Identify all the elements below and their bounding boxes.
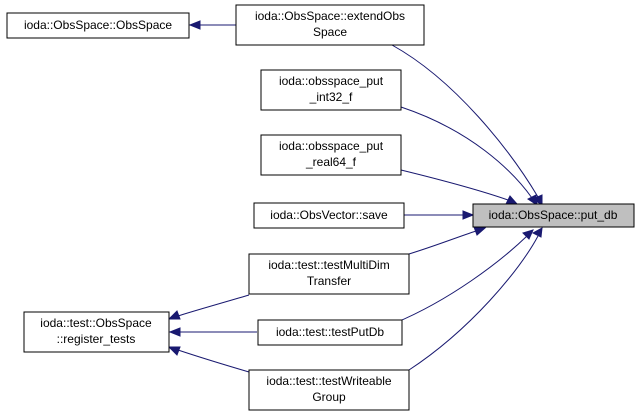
node-put-db-label: ioda::ObsSpace::put_db [489,208,618,222]
node-extend-obs-space-label-line1: ioda::ObsSpace::extendObs [255,9,405,23]
edge-testPutDb-to-registerTests [168,327,257,337]
node-obsspace-put-real64-label-line2: _real64_f [305,155,357,169]
edge-testMultiDim-to-put_db [408,226,487,255]
node-obsspace-put-int32[interactable]: ioda::obsspace_put _int32_f [260,69,402,111]
edge-put_int32-to-put_db [400,106,538,207]
node-obs-vector-save-label: ioda::ObsVector::save [270,208,388,222]
node-extend-obs-space[interactable]: ioda::ObsSpace::extendObs Space [235,4,425,46]
node-obs-space-ctor-label: ioda::ObsSpace::ObsSpace [24,18,172,32]
node-test-multi-dim-transfer-label-line1: ioda::test::testMultiDim [268,258,389,272]
edge-extendObsSpace-to-obsSpaceCtor [188,20,236,30]
node-obsspace-put-real64-label-line1: ioda::obsspace_put [279,139,384,153]
edge-testWriteable-to-put_db [408,227,543,371]
node-test-writeable-group-label-line2: Group [312,390,346,404]
node-register-tests-label-line1: ioda::test::ObsSpace [40,316,152,330]
node-register-tests[interactable]: ioda::test::ObsSpace ::register_tests [23,311,170,353]
edge-obsVectorSave-to-put_db [404,210,475,220]
node-obsspace-put-real64[interactable]: ioda::obsspace_put _real64_f [260,134,402,176]
edges [167,20,543,373]
node-obs-space-ctor[interactable]: ioda::ObsSpace::ObsSpace [6,12,190,39]
edge-put_real64-to-put_db [400,169,519,205]
node-test-multi-dim-transfer-label-line2: Transfer [307,274,351,288]
node-register-tests-label-line2: ::register_tests [57,332,136,346]
node-put-db[interactable]: ioda::ObsSpace::put_db [472,203,635,228]
node-obsspace-put-int32-label-line2: _int32_f [309,90,353,104]
node-obs-vector-save[interactable]: ioda::ObsVector::save [253,202,405,229]
node-test-writeable-group[interactable]: ioda::test::testWriteable Group [248,369,410,411]
edge-testMultiDim-to-registerTests [167,294,250,320]
node-test-put-db[interactable]: ioda::test::testPutDb [257,319,403,346]
edge-testWriteable-to-registerTests [167,346,250,373]
node-obsspace-put-int32-label-line1: ioda::obsspace_put [279,74,384,88]
edge-extendObsSpace-to-put_db [391,44,543,206]
node-test-put-db-label: ioda::test::testPutDb [276,325,384,339]
node-extend-obs-space-label-line2: Space [313,25,347,39]
node-test-writeable-group-label-line1: ioda::test::testWriteable [266,374,392,388]
node-test-multi-dim-transfer[interactable]: ioda::test::testMultiDim Transfer [248,253,410,295]
edge-testPutDb-to-put_db [394,229,534,324]
nodes: ioda::ObsSpace::put_db ioda::ObsSpace::e… [6,4,635,411]
